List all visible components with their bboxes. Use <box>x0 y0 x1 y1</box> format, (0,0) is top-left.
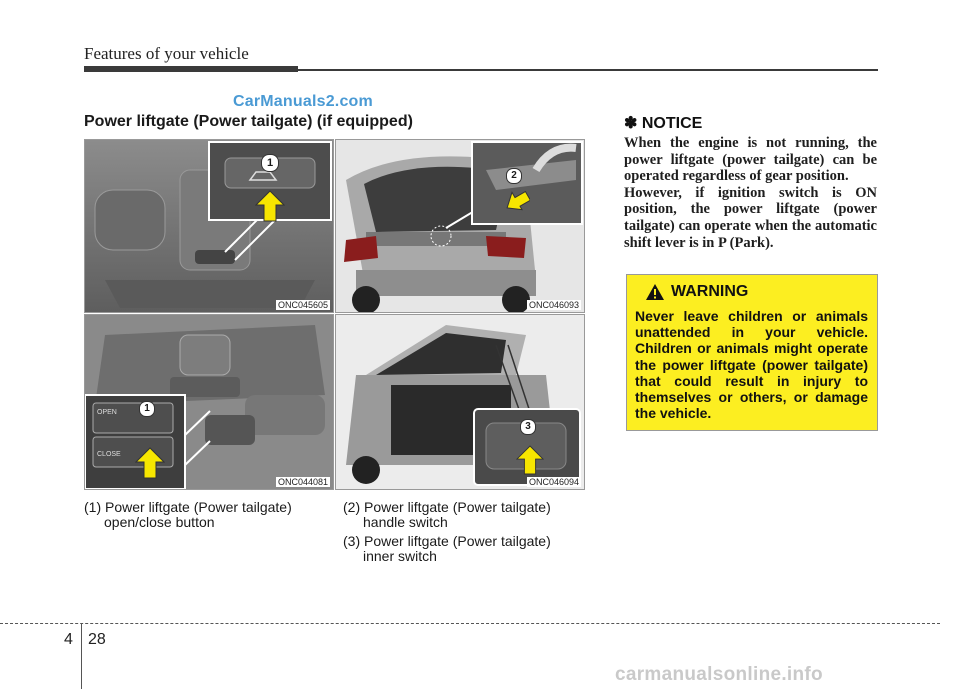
watermark-bottom: carmanualsonline.info <box>615 664 823 685</box>
warning-triangle-icon <box>646 284 664 300</box>
caption-line: (3) Power liftgate (Power tailgate) <box>343 533 551 549</box>
notice-title: ✽ NOTICE <box>624 115 703 132</box>
image-code: ONC044081 <box>275 477 330 487</box>
arrow-icon <box>135 447 165 479</box>
footer-rule <box>0 623 940 624</box>
caption-line: (2) Power liftgate (Power tailgate) <box>343 499 551 515</box>
caption-line: handle switch <box>363 514 448 530</box>
header-bar <box>84 66 298 72</box>
warning-text: Never leave children or animals unattend… <box>635 308 868 422</box>
callout-badge: 3 <box>520 419 536 435</box>
close-label: CLOSE <box>97 451 121 458</box>
notice-paragraph: When the engine is not running, the powe… <box>624 135 877 185</box>
open-label: OPEN <box>97 409 117 416</box>
caption-line: open/close button <box>104 514 215 530</box>
image-open-liftgate: 3 ONC046094 <box>335 314 585 490</box>
chapter-title: Features of your vehicle <box>84 44 249 63</box>
caption-line: (1) Power liftgate (Power tailgate) <box>84 499 292 515</box>
arrow-icon <box>255 190 285 222</box>
watermark-top: CarManuals2.com <box>233 93 373 110</box>
page-number: 28 <box>88 631 106 648</box>
caption-3: (3) Power liftgate (Power tailgate) inne… <box>343 534 584 564</box>
caption-line: inner switch <box>363 548 437 564</box>
notice-body: When the engine is not running, the powe… <box>624 135 877 251</box>
notice-paragraph: However, if ignition switch is ON positi… <box>624 184 877 251</box>
caption-2: (2) Power liftgate (Power tailgate) hand… <box>343 500 584 530</box>
caption-1: (1) Power liftgate (Power tailgate) open… <box>84 500 332 530</box>
image-code: ONC046093 <box>526 300 581 310</box>
image-overhead-console: 1 ONC045605 <box>84 139 334 313</box>
callout-badge: 1 <box>261 154 279 172</box>
footer-divider <box>81 623 82 689</box>
section-title: Power liftgate (Power tailgate) (if equi… <box>84 113 413 130</box>
warning-header: WARNING <box>645 283 748 301</box>
image-code: ONC045605 <box>275 300 330 310</box>
warning-box: WARNING Never leave children or animals … <box>626 274 878 431</box>
callout-badge: 2 <box>506 168 522 184</box>
header-rule <box>298 69 878 71</box>
callout-badge: 1 <box>139 401 155 417</box>
arrow-icon <box>506 190 530 211</box>
image-code: ONC046094 <box>526 477 581 487</box>
image-rear-liftgate: 2 ONC046093 <box>335 139 585 313</box>
warning-title: WARNING <box>671 283 749 300</box>
image-door-panel: OPEN CLOSE 1 ONC044081 <box>84 314 334 490</box>
arrow-icon <box>516 445 544 475</box>
page-chapter: 4 <box>64 631 73 648</box>
